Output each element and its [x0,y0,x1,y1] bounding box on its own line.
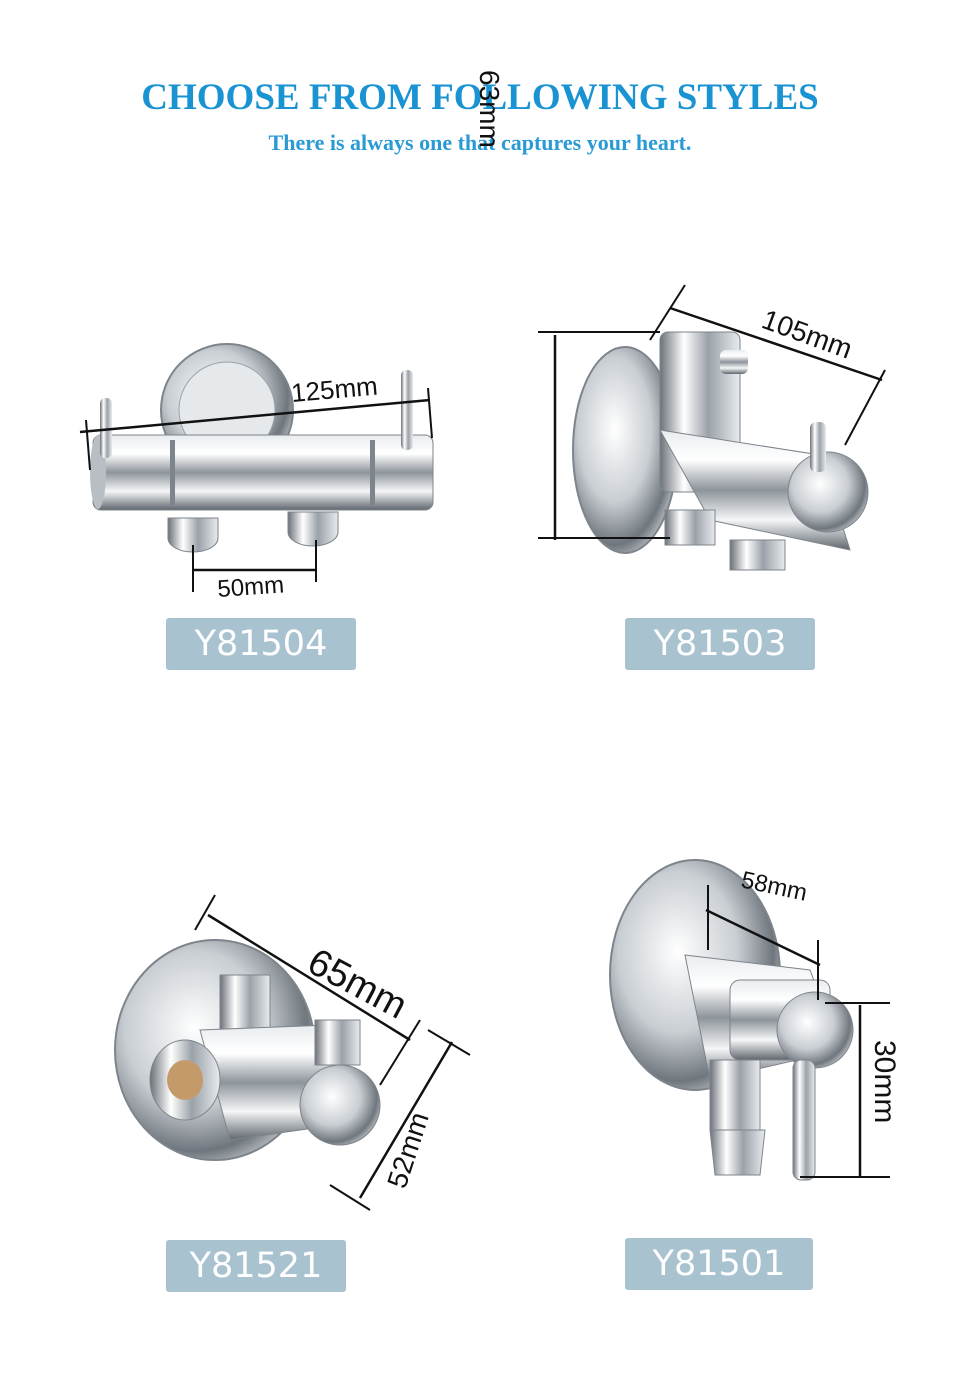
page-title: CHOOSE FROM FOLLOWING STYLES [141,77,819,118]
product-image-y81501: 58mm 30mm [609,859,901,1181]
product-image-y81504: 125mm 50mm [79,343,434,603]
product-y81503[interactable]: 105mm 63mm Y81503 [474,70,930,670]
product-y81521[interactable]: 65mm 52mm Y81521 [100,880,500,1300]
product-image-y81503: 105mm 63mm [474,70,886,571]
dimension-height-label: 63mm [474,70,505,148]
product-image-y81521: 65mm 52mm [114,894,471,1211]
model-badge: Y81501 [625,1238,813,1290]
dimension-length-label: 65mm [301,941,414,1028]
model-badge: Y81503 [625,618,815,670]
model-badge: Y81521 [166,1240,346,1292]
product-y81501[interactable]: 58mm 30mm Y81501 [600,859,920,1300]
dimension-length-label: 125mm [290,371,379,408]
model-badge: Y81504 [166,618,356,670]
page-subtitle: There is always one that captures your h… [268,130,692,155]
product-y81504[interactable]: 125mm 50mm Y81504 [70,340,450,670]
dimension-height-label: 30mm [868,1040,901,1123]
dimension-spacing-label: 50mm [217,571,285,603]
